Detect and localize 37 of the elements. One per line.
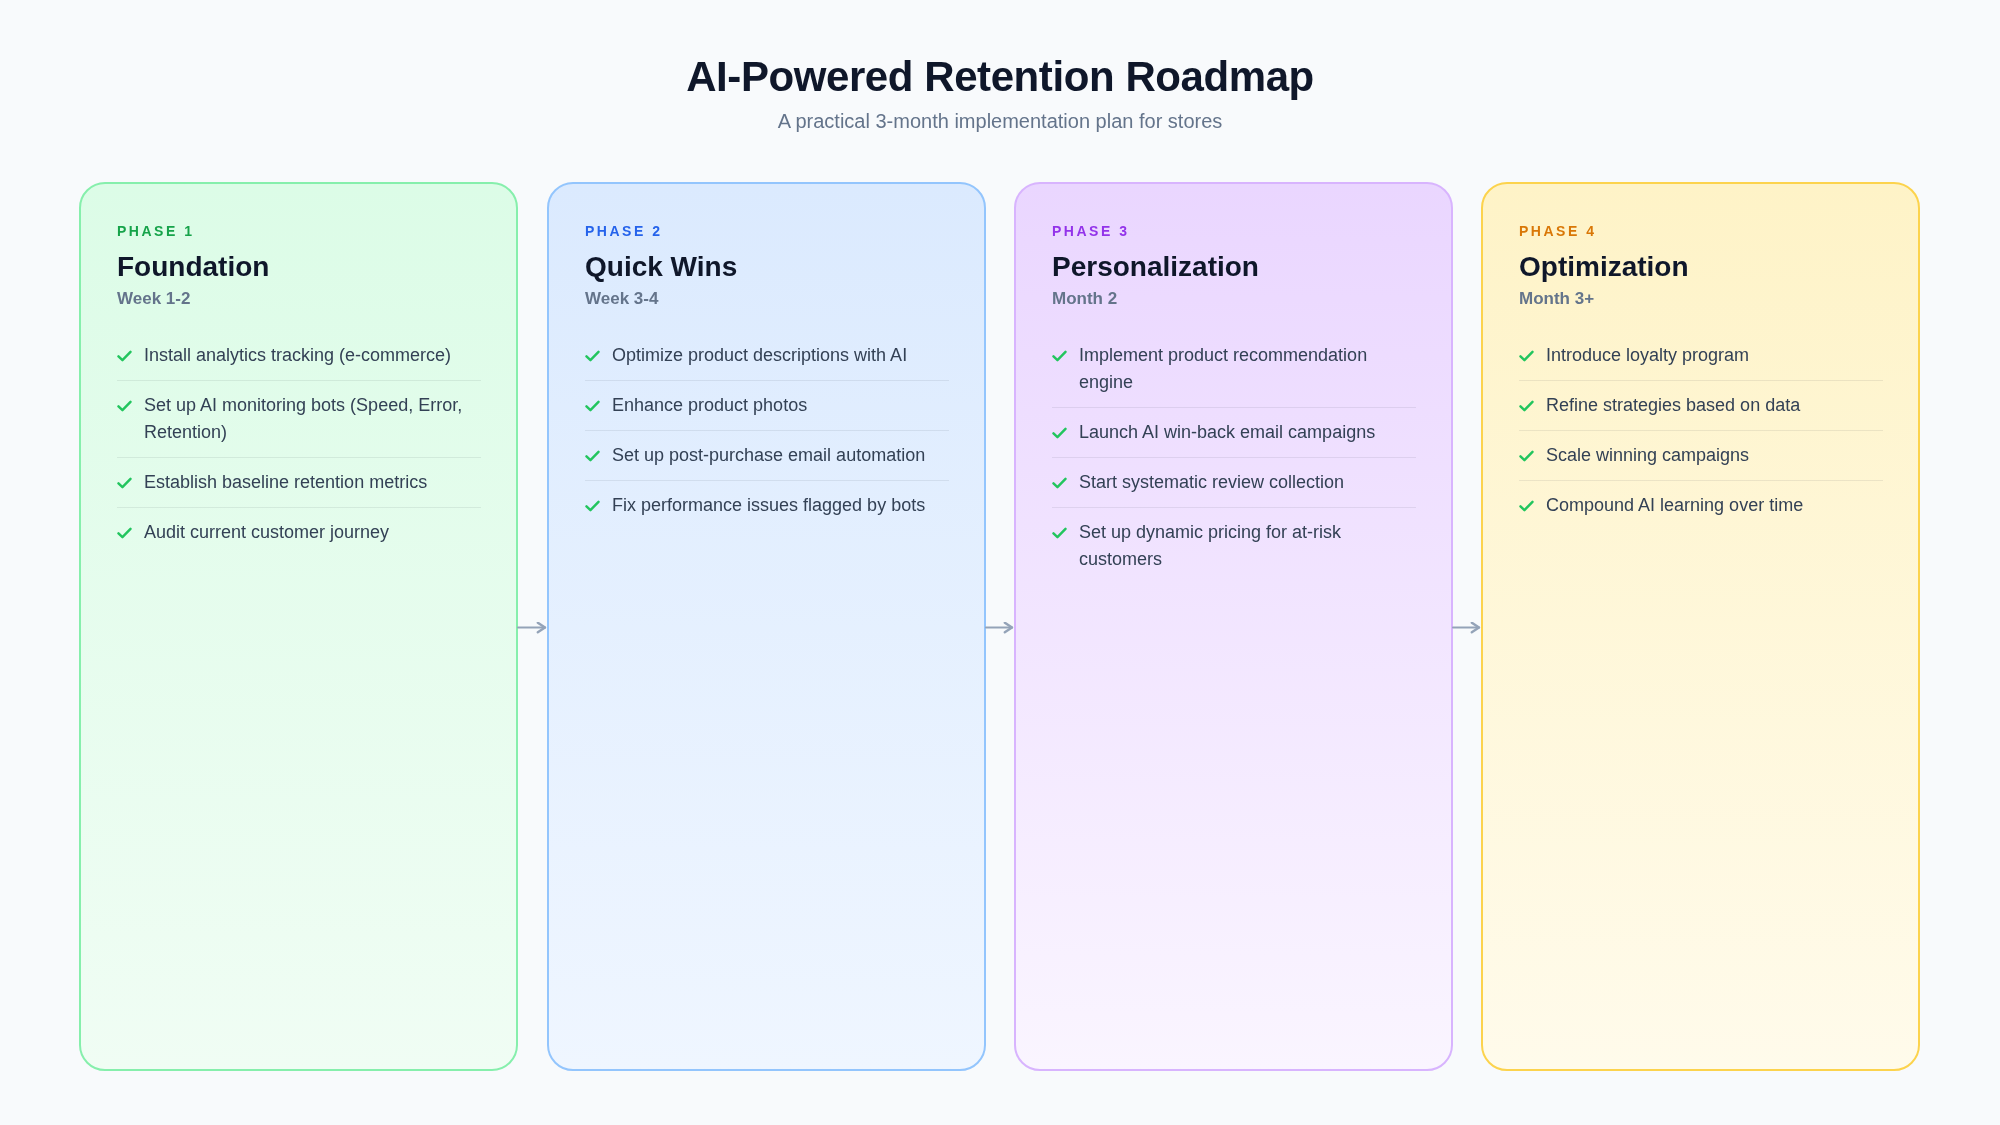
checklist-item: Install analytics tracking (e-commerce) [144, 344, 452, 367]
phase-card [1481, 182, 1920, 1071]
phase-card [79, 182, 518, 1071]
duration-label: Month 2 [1052, 288, 1118, 310]
checklist-item: Implement product recommendation engine [1079, 344, 1369, 394]
duration-label: Month 3+ [1519, 288, 1595, 310]
arrow [985, 621, 1014, 634]
phase-label: PHASE 4 [1519, 222, 1597, 240]
checklist-item: Optimize product descriptions with AI [612, 344, 908, 367]
phase-title: Foundation [117, 250, 270, 284]
phase-card [1014, 182, 1453, 1071]
phase-card [547, 182, 986, 1071]
checklist-item: Scale winning campaigns [1546, 444, 1750, 467]
duration-label: Week 3-4 [585, 288, 659, 310]
phase-label: PHASE 3 [1052, 222, 1130, 240]
phase-title: Optimization [1519, 250, 1689, 284]
subtitle: A practical 3-month implementation plan for stores [777, 109, 1223, 134]
duration-label: Week 1-2 [117, 288, 191, 310]
arrow [517, 621, 547, 634]
phase-label: PHASE 1 [117, 222, 195, 240]
checklist-item: Enhance product photos [612, 394, 808, 417]
checklist-item: Set up post-purchase email automation [612, 444, 926, 467]
checklist-item: Introduce loyalty program [1546, 344, 1750, 367]
phase-label: PHASE 2 [585, 222, 663, 240]
arrow [1452, 621, 1481, 634]
phase-title: Quick Wins [585, 250, 738, 284]
diagram-title: AI-Powered Retention Roadmap [686, 52, 1314, 102]
checklist-item: Set up AI monitoring bots (Speed, Error, Retention) [144, 394, 464, 444]
checklist-item: Fix performance issues flagged by bots [612, 494, 926, 517]
checklist-item: Audit current customer journey [144, 521, 390, 544]
checklist-item: Establish baseline retention metrics [144, 471, 428, 494]
checklist-item: Refine strategies based on data [1546, 394, 1801, 417]
checklist-item: Set up dynamic pricing for at-risk customers [1079, 521, 1343, 571]
phase-title: Personalization [1052, 250, 1259, 284]
checklist-item: Compound AI learning over time [1546, 494, 1804, 517]
checklist-item: Launch AI win-back email campaigns [1079, 421, 1376, 444]
checklist-item: Start systematic review collection [1079, 471, 1345, 494]
